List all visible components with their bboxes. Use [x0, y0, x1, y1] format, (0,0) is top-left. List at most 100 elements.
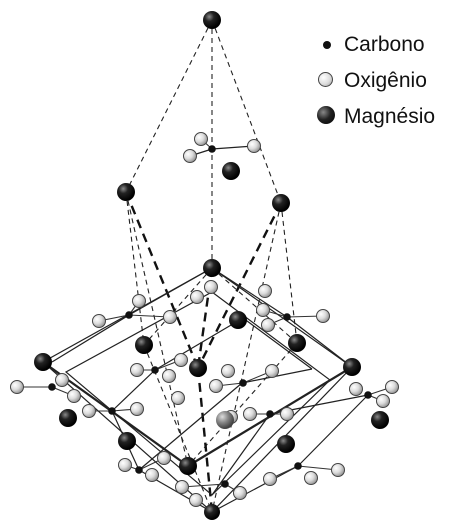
magnesium-atom: [203, 11, 221, 29]
oxygen-atom: [316, 309, 330, 323]
oxygen-atom: [55, 373, 69, 387]
magnesium-atom: [135, 336, 153, 354]
carbon-atom: [208, 145, 216, 153]
cell-edge-bold: [124, 191, 200, 369]
oxygen-atom: [256, 303, 270, 317]
layer-bond: [211, 145, 255, 150]
magnesium-atom: [343, 358, 361, 376]
cell-edge: [211, 202, 282, 513]
carbon-atoms: [48, 145, 372, 488]
oxygen-atom: [258, 284, 272, 298]
oxygen-atom: [385, 380, 399, 394]
layer-bond: [211, 465, 299, 513]
oxygen-atom: [331, 463, 345, 477]
oxygen-atom: [130, 402, 144, 416]
oxygen-atom: [189, 493, 203, 507]
oxygen-atom: [118, 458, 132, 472]
magnesium-atom: [371, 411, 389, 429]
oxygen-atom: [183, 149, 197, 163]
magnesium-atom: [204, 504, 220, 520]
oxygen-atom: [157, 451, 171, 465]
carbon-atom: [151, 366, 159, 374]
magnesium-atom: [118, 432, 136, 450]
layer-bond: [297, 394, 369, 467]
oxygen-atom: [204, 280, 218, 294]
carbon-atom: [294, 462, 302, 470]
cell-edge-bold: [196, 367, 214, 513]
magnesium-atom: [203, 259, 221, 277]
legend-label-carbon: Carbono: [344, 33, 425, 56]
oxygen-atom: [190, 290, 204, 304]
carbon-atom: [125, 311, 133, 319]
carbon-atom: [108, 407, 116, 415]
cell-edge: [125, 19, 213, 193]
magnesium-atom: [272, 194, 290, 212]
magnesium-atom: [229, 311, 247, 329]
oxygen-atom: [194, 132, 208, 146]
oxygen-atom: [171, 391, 185, 405]
oxygen-atom: [145, 468, 159, 482]
cell-edge: [125, 191, 189, 467]
layer-bond: [111, 369, 156, 412]
magnesium-atom: [117, 183, 135, 201]
oxygen-swatch-icon: [318, 72, 333, 87]
layer-bond: [138, 382, 243, 471]
cell-edge: [211, 267, 298, 344]
oxygen-atom: [82, 404, 96, 418]
cell-edge: [125, 191, 145, 346]
cell-edge: [143, 267, 213, 346]
legend-label-magnesium: Magnésio: [344, 105, 436, 128]
layer-bond: [128, 267, 213, 316]
layer-framework: [41, 145, 369, 513]
magnesium-atom: [222, 162, 240, 180]
layer-bond: [154, 317, 244, 371]
oxygen-atom: [261, 318, 275, 332]
carbon-atom: [283, 313, 291, 321]
oxygen-atom: [243, 407, 257, 421]
magnesium-atom: [59, 409, 77, 427]
oxygen-atom: [209, 379, 223, 393]
oxygen-atom: [10, 380, 24, 394]
layer-bond: [51, 314, 130, 363]
oxygen-atom: [233, 486, 247, 500]
magnesium-atom: [34, 353, 52, 371]
oxygen-atom: [92, 314, 106, 328]
oxygen-atom: [67, 389, 81, 403]
oxygen-atom: [130, 363, 144, 377]
magnesium-atom: [189, 359, 207, 377]
oxygen-atom: [265, 364, 279, 378]
oxygen-atom: [280, 407, 294, 421]
carbon-atom: [239, 379, 247, 387]
carbon-swatch-icon: [323, 41, 331, 49]
oxygen-atom: [349, 382, 363, 396]
magnesium-swatch-icon: [317, 106, 335, 124]
carbon-atom: [221, 480, 229, 488]
cell-edge: [280, 202, 298, 344]
legend-label-oxygen: Oxigênio: [344, 69, 427, 92]
oxygen-atom: [163, 310, 177, 324]
carbon-atom: [266, 410, 274, 418]
oxygen-atom: [376, 394, 390, 408]
unit-cell-dashed-edges: [125, 19, 298, 513]
magnesium-atom: [277, 435, 295, 453]
layer-bond: [242, 317, 313, 370]
magnesium-atom-lightened: [216, 411, 234, 429]
magnesium-atoms: [34, 11, 389, 520]
magnesium-atom: [288, 334, 306, 352]
oxygen-atom: [175, 480, 189, 494]
oxygen-atom: [162, 369, 176, 383]
layer-bond: [211, 413, 271, 496]
layer-bond: [241, 368, 313, 384]
carbon-atom: [364, 391, 372, 399]
layer-bond: [211, 267, 288, 318]
layer-bond: [286, 316, 353, 368]
magnesium-atom: [179, 457, 197, 475]
carbon-atom: [135, 466, 143, 474]
oxygen-atom: [263, 472, 277, 486]
oxygen-atom: [132, 294, 146, 308]
oxygen-atom: [174, 353, 188, 367]
co-bond: [181, 483, 226, 488]
cell-edge: [211, 19, 282, 204]
oxygen-atom: [304, 471, 318, 485]
